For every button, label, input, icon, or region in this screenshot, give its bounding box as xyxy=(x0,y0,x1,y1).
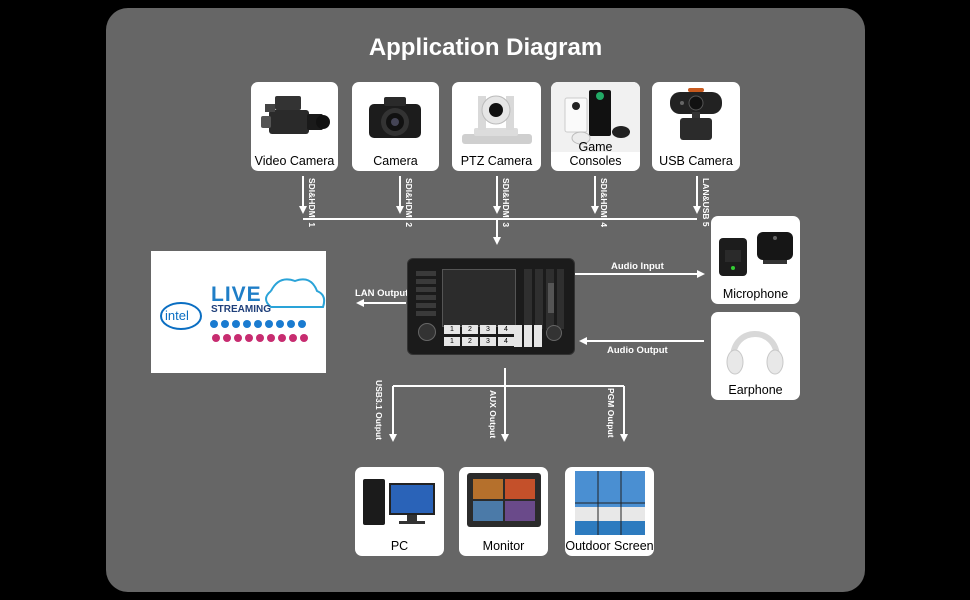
input-card-video-camera: Video Camera xyxy=(251,82,338,171)
preview-button: 2 xyxy=(462,325,478,334)
link-label-output-screen: PGM Output xyxy=(606,388,616,438)
program-button: 2 xyxy=(462,337,478,346)
t-bar xyxy=(548,283,554,313)
preview-button: 1 xyxy=(444,325,460,334)
game-console-icon xyxy=(551,82,640,152)
earphone-card: Earphone xyxy=(711,312,800,400)
video-camera-icon xyxy=(261,96,330,134)
link-label-input-3: SDI&HDMI 3 xyxy=(501,178,511,228)
input-card-game-consoles: Game Consoles xyxy=(551,82,640,171)
ptz-camera-icon xyxy=(462,95,532,144)
switcher-right-buttons xyxy=(524,269,564,329)
link-label-input-4: SDI&HDMI 4 xyxy=(599,178,609,228)
link-label-output-pc: USB3.1 Output xyxy=(374,380,384,440)
microphone-card: Microphone xyxy=(711,216,800,304)
monitor-icon xyxy=(467,473,541,527)
input-label: USB Camera xyxy=(659,154,733,168)
program-buttons: 1 2 3 4 xyxy=(444,337,514,346)
webcam-icon xyxy=(670,88,722,140)
program-button: 4 xyxy=(498,337,514,346)
input-label: PTZ Camera xyxy=(460,154,533,168)
microphone-icon xyxy=(719,232,793,276)
link-label-output-monitor: AUX Output xyxy=(488,390,498,439)
output-label: Outdoor Screen xyxy=(565,539,654,553)
switcher-device: 1 2 3 4 1 2 3 4 xyxy=(407,258,575,355)
output-card-pc: PC xyxy=(355,467,444,556)
audio-output-label: Audio Output xyxy=(607,345,668,356)
input-card-usb-camera: USB Camera xyxy=(652,82,740,171)
streaming-text: STREAMING xyxy=(211,304,271,315)
preview-buttons: 1 2 3 4 xyxy=(444,325,514,334)
audio-input-label: Audio Input xyxy=(611,261,664,272)
input-label: Video Camera xyxy=(254,154,335,168)
link-label-input-2: SDI&HDMI 2 xyxy=(404,178,414,228)
earphone-label: Earphone xyxy=(728,383,783,397)
intel-logo: intel xyxy=(165,308,189,323)
preview-button: 4 xyxy=(498,325,514,334)
program-button: 3 xyxy=(480,337,496,346)
microphone-label: Microphone xyxy=(722,287,789,301)
video-wall-icon xyxy=(575,471,645,535)
headphones-icon xyxy=(726,331,784,375)
link-label-input-1: SDI&HDMI 1 xyxy=(307,178,317,228)
live-streaming-graphic xyxy=(160,278,326,342)
input-card-camera: Camera xyxy=(352,82,439,171)
input-label: Game Consoles xyxy=(569,140,622,168)
dslr-camera-icon xyxy=(369,97,421,138)
output-label: Monitor xyxy=(482,539,525,553)
output-card-monitor: Monitor xyxy=(459,467,548,556)
link-label-input-5: LAN&USB 5 xyxy=(701,178,711,227)
diagram-title: Application Diagram xyxy=(368,34,603,61)
live-text: LIVE xyxy=(211,283,262,306)
pc-icon xyxy=(363,479,435,525)
lan-output-label: LAN Output xyxy=(355,288,409,299)
left-knob xyxy=(418,323,436,341)
live-streaming-card: intel LIVE STREAMING xyxy=(151,251,326,373)
output-label: PC xyxy=(390,539,409,553)
preview-button: 3 xyxy=(480,325,496,334)
keypad-buttons xyxy=(514,325,542,347)
output-card-outdoor-screen: Outdoor Screen xyxy=(565,467,654,556)
input-label: Camera xyxy=(373,154,418,168)
program-button: 1 xyxy=(444,337,460,346)
switcher-screen xyxy=(442,269,516,327)
right-knob xyxy=(546,325,562,341)
switcher-side-buttons xyxy=(416,271,436,319)
input-card-ptz-camera: PTZ Camera xyxy=(452,82,541,171)
